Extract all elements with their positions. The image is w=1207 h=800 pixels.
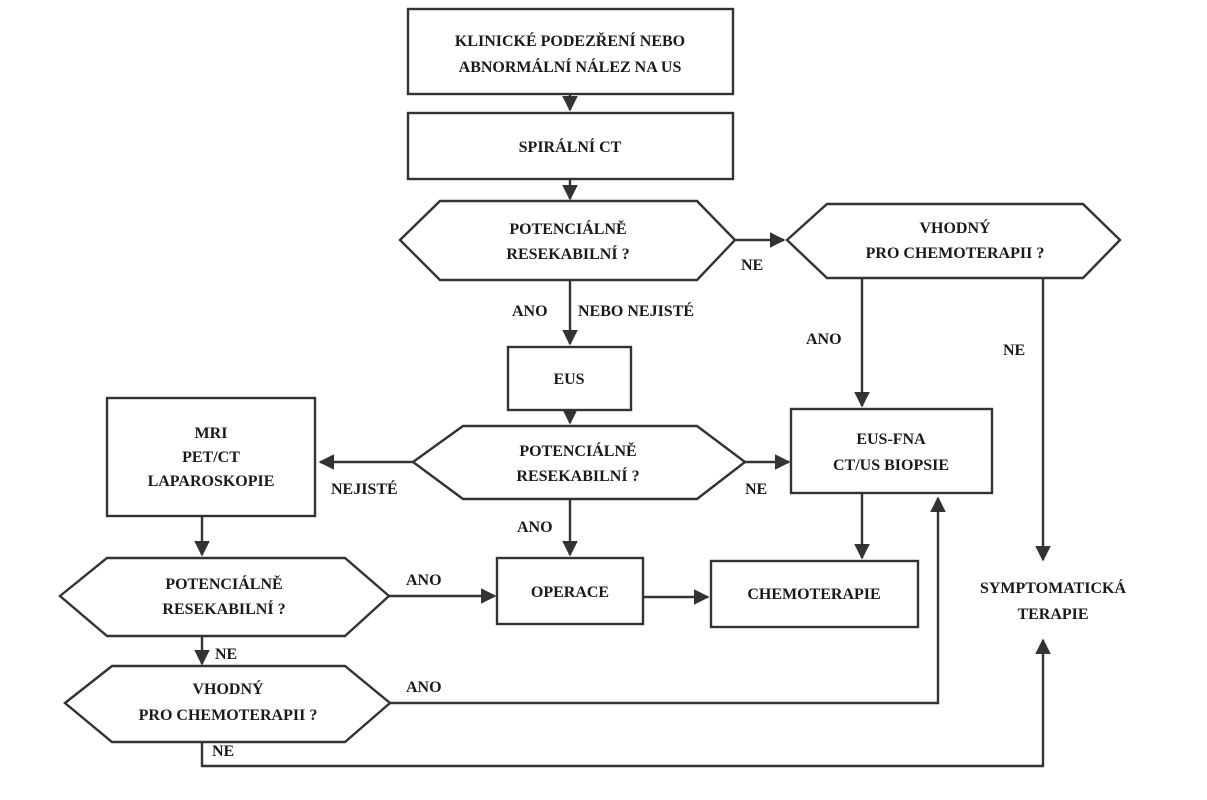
node-eus-fna-box <box>789 407 994 495</box>
node-symptomatic-line-2: TERAPIE <box>1017 606 1088 623</box>
node-spiral-ct-box <box>406 111 735 181</box>
node-start-line-1: KLINICKÉ PODEZŘENÍ NEBO <box>455 31 685 50</box>
label-r2-no: NE <box>745 481 767 498</box>
node-mri-pet: MRI PET/CT LAPAROSKOPIE <box>105 396 317 518</box>
edge-c2-yes <box>390 496 946 705</box>
decision-resectable-2-line-1: POTENCIÁLNĚ <box>519 441 636 460</box>
label-c1-no: NE <box>1003 342 1025 359</box>
node-eus-fna-line-1: EUS-FNA <box>856 431 926 448</box>
node-start: KLINICKÉ PODEZŘENÍ NEBO ABNORMÁLNÍ NÁLEZ… <box>406 7 735 96</box>
node-mri-pet-line-3: LAPAROSKOPIE <box>148 473 275 490</box>
decision-chemo-2-shape <box>63 664 392 744</box>
node-mri-pet-line-1: MRI <box>195 425 228 442</box>
node-eus-label: EUS <box>553 371 584 388</box>
node-spiral-ct: SPIRÁLNÍ CT <box>406 111 735 181</box>
label-r3-no: NE <box>215 646 237 663</box>
label-c2-yes: ANO <box>406 679 442 696</box>
node-chemoterapie: CHEMOTERAPIE <box>709 559 920 629</box>
decision-chemo-1: VHODNÝ PRO CHEMOTERAPII ? <box>785 202 1122 280</box>
edge-c2-no <box>200 638 1051 768</box>
node-operace-label: OPERACE <box>531 584 609 601</box>
decision-chemo-1-line-1: VHODNÝ <box>919 218 991 237</box>
node-operace-box <box>495 556 645 626</box>
node-eus-fna-line-2: CT/US BIOPSIE <box>833 457 949 474</box>
decision-chemo-2-line-2: PRO CHEMOTERAPII ? <box>139 707 318 724</box>
decision-chemo-2-line-1: VHODNÝ <box>192 679 264 698</box>
edge-labels: NE ANO NEBO NEJISTÉ ANO NE NEJISTÉ NE AN… <box>212 257 1025 760</box>
node-mri-pet-line-2: PET/CT <box>182 449 240 466</box>
decision-resectable-1: POTENCIÁLNĚ RESEKABILNÍ ? <box>398 199 737 282</box>
node-chemoterapie-label: CHEMOTERAPIE <box>747 586 880 603</box>
node-mri-pet-box <box>105 396 317 518</box>
node-eus-fna: EUS-FNA CT/US BIOPSIE <box>789 407 994 495</box>
label-r3-yes: ANO <box>406 572 442 589</box>
label-c2-no: NE <box>212 743 234 760</box>
node-symptomatic-line-1: SYMPTOMATICKÁ <box>980 578 1127 597</box>
node-operace: OPERACE <box>495 556 645 626</box>
node-eus: EUS <box>506 345 633 412</box>
label-r2-unsure: NEJISTÉ <box>331 479 398 498</box>
decision-resectable-3-line-2: RESEKABILNÍ ? <box>162 599 285 618</box>
label-r2-yes: ANO <box>517 519 553 536</box>
decision-resectable-1-shape <box>398 199 737 282</box>
decision-resectable-3: POTENCIÁLNĚ RESEKABILNÍ ? <box>58 556 391 638</box>
decision-resectable-1-line-1: POTENCIÁLNĚ <box>509 219 626 238</box>
decision-resectable-2-line-2: RESEKABILNÍ ? <box>516 466 639 485</box>
node-eus-box <box>506 345 633 412</box>
decision-chemo-1-line-2: PRO CHEMOTERAPII ? <box>866 245 1045 262</box>
node-spiral-ct-label: SPIRÁLNÍ CT <box>519 137 622 156</box>
node-start-line-2: ABNORMÁLNÍ NÁLEZ NA US <box>459 57 682 76</box>
node-chemoterapie-box <box>709 559 920 629</box>
decision-resectable-1-line-2: RESEKABILNÍ ? <box>506 244 629 263</box>
decision-chemo-2: VHODNÝ PRO CHEMOTERAPII ? <box>63 664 392 744</box>
decision-resectable-3-line-1: POTENCIÁLNĚ <box>165 574 282 593</box>
connectors <box>194 94 1051 768</box>
label-r1-yes-a: ANO <box>512 303 548 320</box>
label-r1-no: NE <box>741 257 763 274</box>
decision-resectable-3-shape <box>58 556 391 638</box>
decision-resectable-2-shape <box>410 424 747 501</box>
node-start-box <box>406 7 735 96</box>
decision-resectable-2: POTENCIÁLNĚ RESEKABILNÍ ? <box>410 424 747 501</box>
label-c1-yes: ANO <box>806 331 842 348</box>
decision-chemo-1-shape <box>785 202 1122 280</box>
label-r1-yes-b: NEBO NEJISTÉ <box>578 301 694 320</box>
node-symptomatic: SYMPTOMATICKÁ TERAPIE <box>980 578 1127 623</box>
